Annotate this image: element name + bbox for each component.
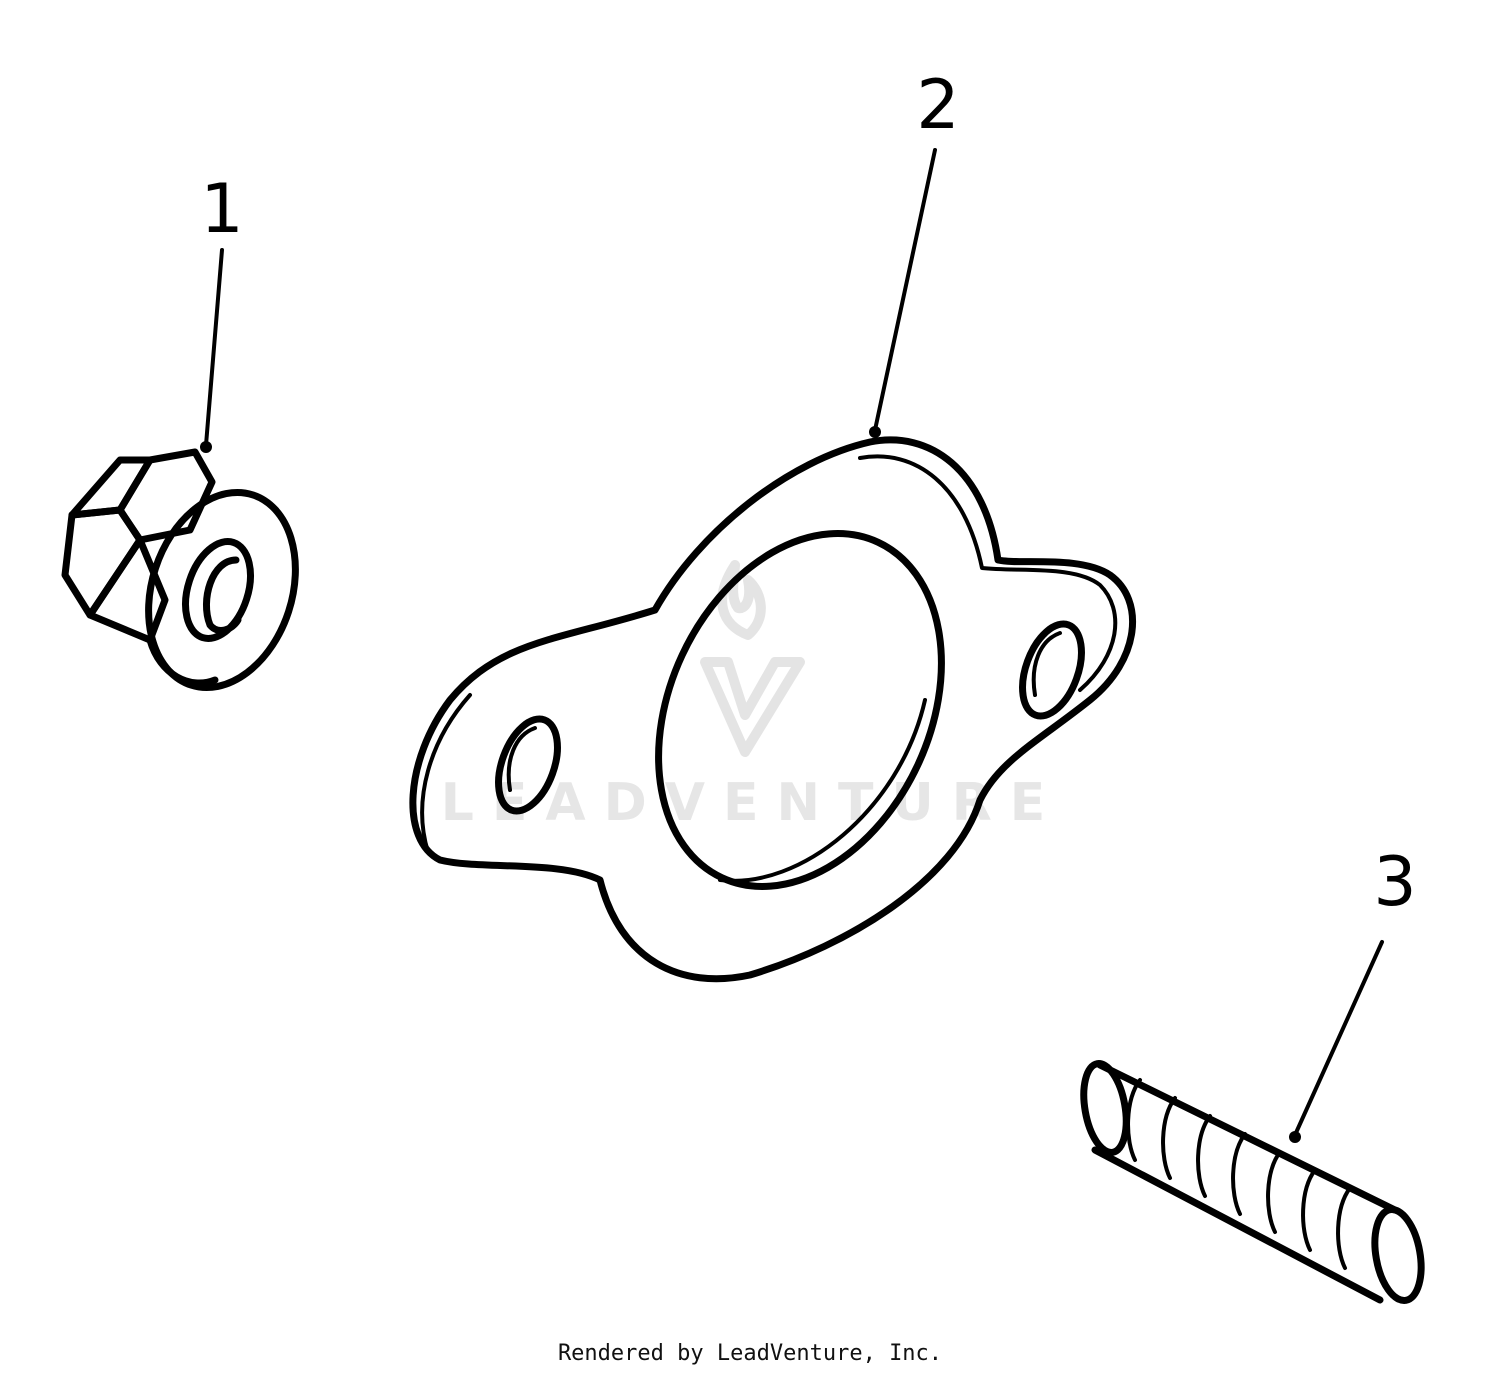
callout-number-3: 3 — [1373, 843, 1416, 922]
part-2-gasket — [409, 436, 1136, 983]
callout-number-1: 1 — [200, 170, 243, 249]
watermark: LEADVENTURE — [441, 560, 1064, 833]
leader-line-1 — [204, 248, 224, 447]
callout-number-2: 2 — [916, 66, 959, 145]
leader-lines — [200, 148, 1384, 1143]
credit-line: Rendered by LeadVenture, Inc. — [558, 1341, 942, 1366]
part-1-flange-nut — [61, 448, 299, 692]
leadventure-flame-v-logo-icon — [700, 560, 805, 757]
leader-line-2 — [873, 148, 937, 432]
part-3-threaded-stud — [1080, 1060, 1425, 1304]
leader-line-3 — [1293, 940, 1384, 1137]
watermark-wordmark: LEADVENTURE — [441, 773, 1064, 833]
